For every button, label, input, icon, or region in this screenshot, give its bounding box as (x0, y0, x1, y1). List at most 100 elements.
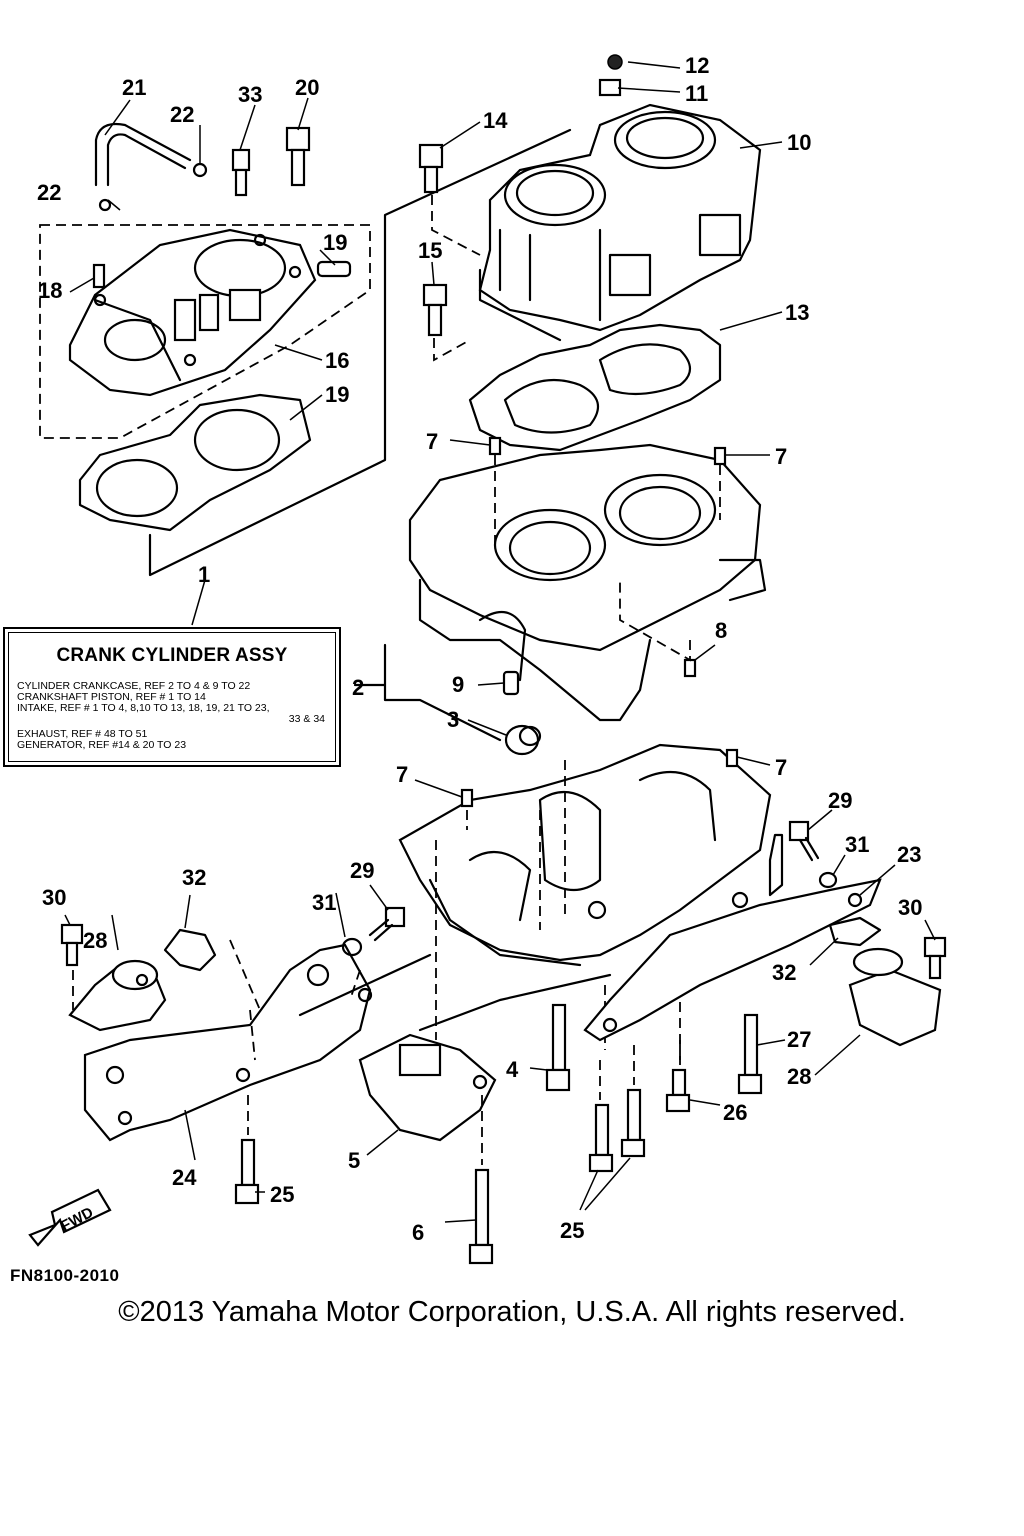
bolt-part (923, 936, 947, 980)
callout-number: 12 (685, 53, 709, 78)
callout-number: 7 (775, 444, 787, 469)
callout-number: 30 (42, 885, 66, 910)
bolt-part (418, 143, 444, 194)
callout-number: 22 (170, 102, 194, 127)
bolt-part (620, 1088, 646, 1158)
callout-number: 10 (787, 130, 811, 155)
shim-part (828, 916, 882, 947)
group-bracket-line (148, 128, 572, 577)
bolt-leader (247, 1040, 681, 1165)
bolt-part (60, 923, 84, 967)
callout-number: 15 (418, 238, 442, 263)
callout-number: 28 (83, 928, 107, 953)
callout-number: 21 (122, 75, 146, 100)
crankcase-leader (494, 455, 721, 662)
callout-number: 14 (483, 108, 508, 133)
mount-bracket-part (358, 1033, 497, 1142)
bolt-part (665, 1068, 691, 1113)
fitting-part (231, 148, 251, 197)
mount-leader (72, 840, 437, 1061)
callout-number: 18 (38, 278, 62, 303)
dowel-part (683, 658, 697, 678)
bolt-part (468, 1168, 494, 1265)
upper-crankcase-part (408, 443, 767, 722)
callout-number: 11 (685, 81, 708, 106)
callout-number: 19 (325, 382, 349, 407)
dowel-part (488, 436, 502, 456)
washer-part (341, 937, 363, 957)
assembly-ref-line: CYLINDER CRANKCASE, REF 2 TO 4 & 9 TO 22 (17, 680, 251, 692)
bolt-part (588, 1103, 614, 1173)
assembly-ref-line: INTAKE, REF # 1 TO 4, 8,10 TO 13, 18, 19… (17, 702, 270, 714)
hose-part (94, 122, 192, 187)
callout-number: 28 (787, 1064, 811, 1089)
bolt-part (422, 283, 448, 337)
callout-number: 13 (785, 300, 809, 325)
callout-number: 24 (172, 1165, 197, 1190)
assembly-ref-line: EXHAUST, REF # 48 TO 51 (17, 728, 148, 740)
assembly-ref-line: CRANKSHAFT PISTON, REF # 1 TO 14 (17, 691, 206, 703)
clip-part (98, 198, 112, 212)
callout-number: 7 (426, 429, 438, 454)
callout-number: 1 (198, 562, 210, 587)
callout-number: 3 (447, 707, 459, 732)
callout-number: 25 (270, 1182, 294, 1207)
callout-number: 8 (715, 618, 727, 643)
intake-cover-part (68, 228, 317, 397)
washer-part (818, 871, 838, 889)
copyright-notice: ©2013 Yamaha Motor Corporation, U.S.A. A… (118, 1296, 906, 1328)
bolt-part (285, 126, 311, 187)
cylinder-part (478, 103, 762, 342)
callout-number: 16 (325, 348, 349, 373)
callout-number: 2 (352, 675, 364, 700)
callout-number: 33 (238, 82, 262, 107)
bolt-part (737, 1013, 763, 1095)
callout-number: 19 (323, 230, 347, 255)
dowel-part (713, 446, 727, 466)
dowel-part (92, 263, 106, 289)
clip-part (192, 162, 208, 178)
bearing-part (504, 724, 542, 756)
callout-number: 23 (897, 842, 921, 867)
mount-leader (418, 973, 612, 1032)
forward-arrow-icon: FWD (28, 1188, 112, 1247)
bearing-leader (353, 643, 502, 742)
stud-part (768, 833, 784, 897)
bolt-part (545, 1003, 571, 1092)
callout-number: 32 (772, 960, 796, 985)
cylinder-bolt-leader (431, 195, 481, 362)
bolt-part (788, 820, 820, 862)
assembly-reference-inner-frame: CRANK CYLINDER ASSY CYLINDER CRANKCASE, … (8, 632, 336, 762)
callout-number: 5 (348, 1148, 360, 1173)
callout-number: 30 (898, 895, 922, 920)
assembly-ref-line: GENERATOR, REF #14 & 20 TO 23 (17, 739, 187, 751)
exploded-parts-diagram: FWD (28, 53, 947, 1265)
callout-number: 20 (295, 75, 319, 100)
callout-number: 22 (37, 180, 61, 205)
mount-plate-part (583, 878, 882, 1042)
callout-number: 7 (396, 762, 408, 787)
bearing-part (502, 670, 520, 696)
callout-number: 4 (506, 1057, 519, 1082)
callout-number: 31 (845, 832, 869, 857)
screw-part (607, 54, 623, 70)
callout-number: 29 (828, 788, 852, 813)
lower-crankcase-part (398, 743, 772, 967)
bolt-part (234, 1138, 260, 1205)
rubber-mount-part (848, 947, 942, 1047)
mount-leader (298, 953, 432, 1017)
assembly-reference-box: CRANK CYLINDER ASSY CYLINDER CRANKCASE, … (3, 627, 341, 767)
cylinder-gasket-part (468, 323, 722, 452)
callout-number: 6 (412, 1220, 424, 1245)
plug-part (316, 260, 352, 278)
assembly-title: CRANK CYLINDER ASSY (56, 645, 288, 666)
figure-code: FN8100-2010 (10, 1266, 120, 1285)
callout-labels: 1 2 3 4 5 6 7 7 7 7 8 9 10 11 12 13 14 1… (37, 53, 922, 1245)
callout-number: 27 (787, 1027, 811, 1052)
callout-number: 25 (560, 1218, 584, 1243)
mount-plate-part (83, 943, 373, 1142)
rubber-mount-part (68, 959, 167, 1032)
callout-number: 29 (350, 858, 374, 883)
callout-number: 26 (723, 1100, 747, 1125)
dowel-part (460, 788, 474, 808)
